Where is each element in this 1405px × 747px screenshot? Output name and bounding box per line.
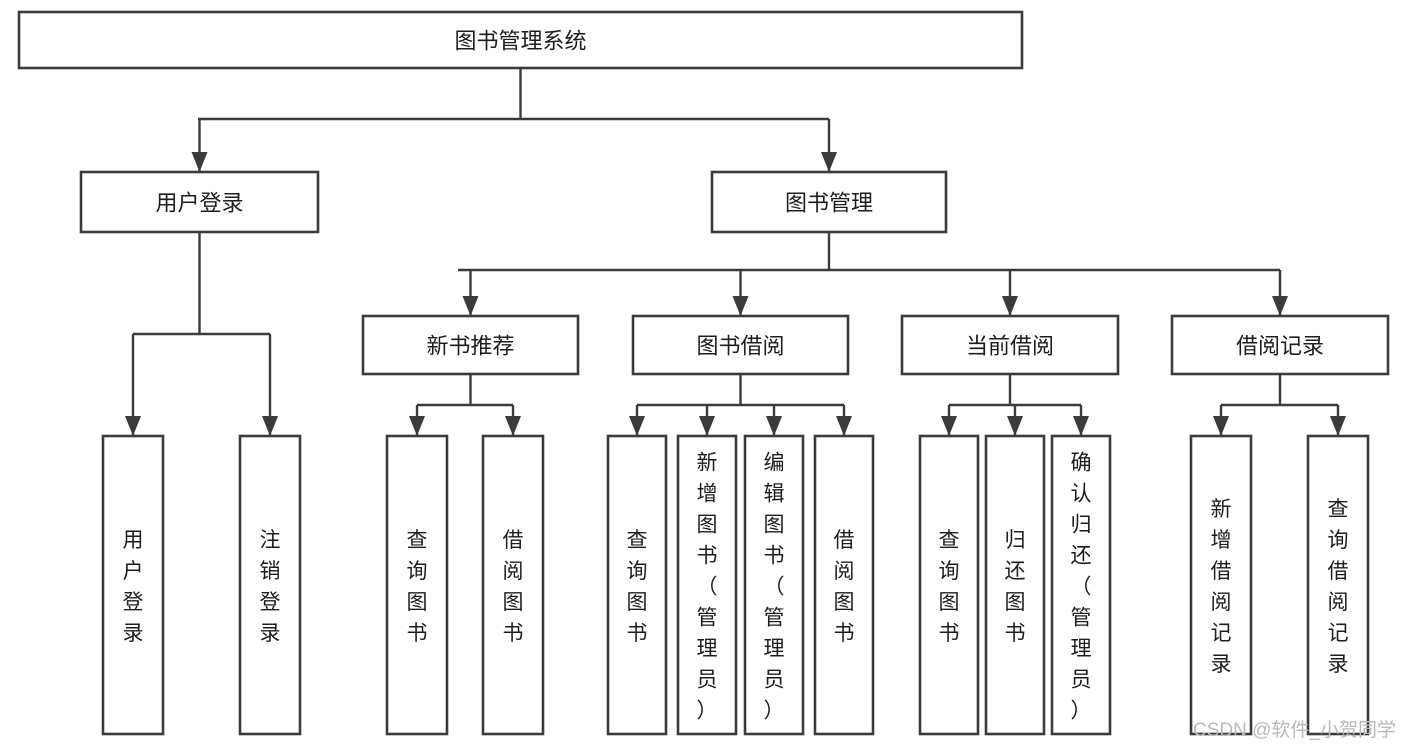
node-box-leaf-user-login[interactable] — [101, 434, 165, 736]
arrow-head-icon — [732, 296, 749, 316]
arrow-head-icon — [125, 416, 141, 436]
node-leaf-cb-return-book[interactable]: 归还图书 — [984, 434, 1046, 736]
arrow-head-icon — [1007, 416, 1023, 436]
node-leaf-rec-query-book[interactable]: 查询图书 — [385, 434, 449, 736]
node-label-leaf-bb-query-book: 查询图书 — [627, 529, 648, 645]
node-leaf-cb-query-book[interactable]: 查询图书 — [918, 434, 980, 736]
node-box-leaf-br-add-record[interactable] — [1189, 434, 1253, 736]
arrow-head-icon — [505, 416, 521, 436]
node-box-leaf-bb-borrow-book[interactable] — [813, 434, 875, 736]
csdn-watermark: CSDN @软件_小贺同学 — [1193, 719, 1396, 741]
node-box-leaf-rec-borrow-book[interactable] — [481, 434, 545, 736]
arrow-head-icon — [1213, 416, 1229, 436]
node-box-leaf-rec-query-book[interactable] — [385, 434, 449, 736]
node-box-current-borrow[interactable] — [900, 314, 1120, 376]
node-label-user-login: 用户登录 — [155, 191, 243, 216]
node-label-leaf-br-add-record: 新增借阅记录 — [1211, 498, 1232, 676]
node-leaf-br-query-record[interactable]: 查询借阅记录 — [1306, 434, 1370, 736]
node-new-book-rec[interactable]: 新书推荐 — [361, 314, 580, 376]
node-box-leaf-bb-query-book[interactable] — [606, 434, 668, 736]
node-label-leaf-cb-query-book: 查询图书 — [939, 529, 960, 645]
node-box-book-borrow[interactable] — [631, 314, 850, 376]
node-leaf-bb-borrow-book[interactable]: 借阅图书 — [813, 434, 875, 736]
node-box-book-manage[interactable] — [710, 170, 948, 234]
node-label-book-manage: 图书管理 — [785, 191, 873, 216]
node-leaf-logout[interactable]: 注销登录 — [238, 434, 302, 736]
node-borrow-record[interactable]: 借阅记录 — [1170, 314, 1390, 376]
node-current-borrow[interactable]: 当前借阅 — [900, 314, 1120, 376]
node-layer: 图书管理系统用户登录图书管理新书推荐图书借阅当前借阅借阅记录用户登录注销登录查询… — [17, 10, 1390, 736]
node-leaf-bb-edit-book[interactable]: 编辑图书（管理员） — [743, 434, 805, 736]
arrow-head-icon — [409, 416, 425, 436]
node-box-borrow-record[interactable] — [1170, 314, 1390, 376]
node-label-leaf-br-query-record: 查询借阅记录 — [1328, 498, 1349, 676]
node-leaf-br-add-record[interactable]: 新增借阅记录 — [1189, 434, 1253, 736]
node-label-leaf-rec-query-book: 查询图书 — [407, 529, 428, 645]
node-leaf-cb-confirm-return[interactable]: 确认归还（管理员） — [1050, 434, 1112, 736]
connector-layer — [125, 68, 1346, 436]
node-leaf-rec-borrow-book[interactable]: 借阅图书 — [481, 434, 545, 736]
node-label-leaf-rec-borrow-book: 借阅图书 — [503, 529, 524, 645]
node-box-leaf-bb-edit-book[interactable] — [743, 434, 805, 736]
node-box-leaf-cb-return-book[interactable] — [984, 434, 1046, 736]
node-label-leaf-cb-return-book: 归还图书 — [1005, 529, 1026, 645]
node-label-leaf-bb-add-book: 新增图书（管理员） — [697, 452, 718, 723]
node-root[interactable]: 图书管理系统 — [17, 10, 1024, 70]
node-label-leaf-logout: 注销登录 — [260, 529, 281, 645]
arrow-head-icon — [766, 416, 782, 436]
arrow-head-icon — [262, 416, 278, 436]
node-label-leaf-user-login: 用户登录 — [123, 529, 144, 645]
node-book-manage[interactable]: 图书管理 — [710, 170, 948, 234]
node-box-leaf-cb-query-book[interactable] — [918, 434, 980, 736]
node-user-login[interactable]: 用户登录 — [79, 170, 320, 234]
arrow-head-icon — [1330, 416, 1346, 436]
node-book-borrow[interactable]: 图书借阅 — [631, 314, 850, 376]
node-box-leaf-logout[interactable] — [238, 434, 302, 736]
node-box-leaf-cb-confirm-return[interactable] — [1050, 434, 1112, 736]
node-box-leaf-bb-add-book[interactable] — [676, 434, 738, 736]
node-label-leaf-bb-edit-book: 编辑图书（管理员） — [764, 452, 785, 723]
node-leaf-user-login[interactable]: 用户登录 — [101, 434, 165, 736]
arrow-head-icon — [629, 416, 645, 436]
arrow-head-icon — [1272, 296, 1288, 316]
node-box-root[interactable] — [17, 10, 1024, 70]
arrow-head-icon — [191, 152, 208, 172]
node-label-leaf-cb-confirm-return: 确认归还（管理员） — [1071, 452, 1092, 723]
node-box-leaf-br-query-record[interactable] — [1306, 434, 1370, 736]
arrow-head-icon — [941, 416, 957, 436]
node-label-book-borrow: 图书借阅 — [696, 334, 784, 359]
node-box-new-book-rec[interactable] — [361, 314, 580, 376]
arrow-head-icon — [821, 152, 837, 172]
node-label-leaf-bb-borrow-book: 借阅图书 — [834, 529, 855, 645]
arrow-head-icon — [699, 416, 715, 436]
arrow-head-icon — [462, 296, 479, 316]
arrow-head-icon — [1073, 416, 1089, 436]
node-label-borrow-record: 借阅记录 — [1236, 334, 1324, 359]
node-label-current-borrow: 当前借阅 — [966, 334, 1054, 359]
node-leaf-bb-query-book[interactable]: 查询图书 — [606, 434, 668, 736]
arrow-head-icon — [1002, 296, 1018, 316]
node-label-new-book-rec: 新书推荐 — [426, 334, 514, 359]
node-box-user-login[interactable] — [79, 170, 320, 234]
node-leaf-bb-add-book[interactable]: 新增图书（管理员） — [676, 434, 738, 736]
arrow-head-icon — [836, 416, 852, 436]
node-label-root: 图书管理系统 — [454, 29, 586, 54]
